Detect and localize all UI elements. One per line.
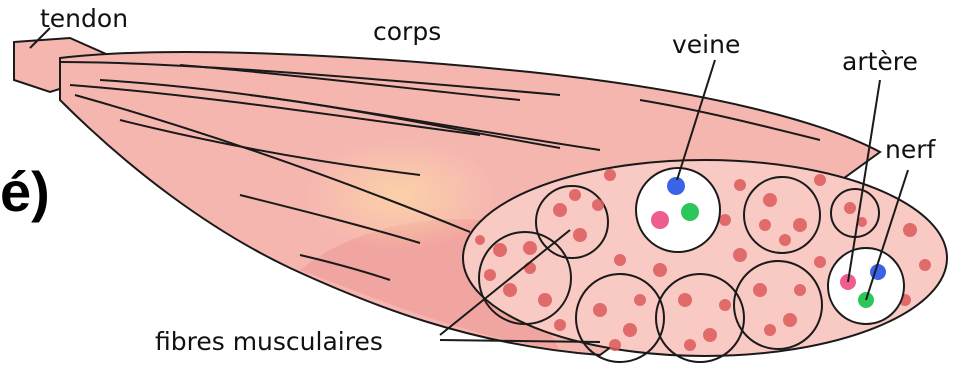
label-corps: corps xyxy=(373,17,441,46)
vein-blue-dot xyxy=(667,177,685,195)
label-artere: artère xyxy=(842,47,918,76)
label-veine: veine xyxy=(672,30,740,59)
label-tendon: tendon xyxy=(40,4,128,33)
artery-nerve-circle xyxy=(828,248,904,324)
vein-green-dot xyxy=(681,203,699,221)
muscle-highlight xyxy=(305,140,495,250)
label-nerf: nerf xyxy=(885,135,937,164)
vein-pink-dot xyxy=(651,211,669,229)
label-fibres-musculaires: fibres musculaires xyxy=(155,327,383,356)
